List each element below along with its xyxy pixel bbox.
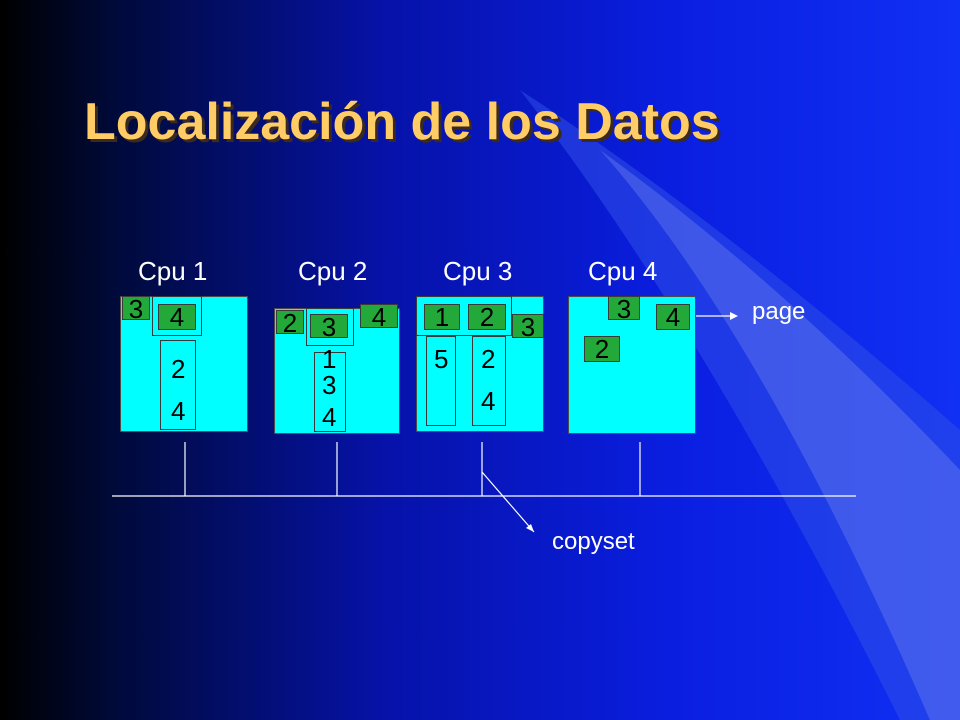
cpu-3-page-tag-2: 2 <box>468 304 506 330</box>
cpu-1-page-tag-4: 4 <box>158 304 196 330</box>
cpu-2-page-tag-4: 4 <box>360 304 398 330</box>
cpu-2-label: Cpu 2 <box>298 256 368 286</box>
cpu-1-copy-column <box>160 340 196 430</box>
cpu-4-label: Cpu 4 <box>588 256 658 286</box>
cpu-3-copy-2: 2 <box>481 344 496 374</box>
cpu-2-page-tag-3: 3 <box>310 314 348 340</box>
page-arrowhead <box>730 312 738 320</box>
page-annotation: page <box>752 298 806 325</box>
copyset-annotation: copyset <box>552 528 635 555</box>
slide-title: Localización de los Datos <box>84 93 720 151</box>
cpu-2-copy-4: 4 <box>322 402 337 432</box>
copyset-arrowhead <box>526 524 534 532</box>
cpu-1-copy-4: 4 <box>171 396 186 426</box>
cpu-3-copy-5: 5 <box>434 344 449 374</box>
cpu-3-copy-4: 4 <box>481 386 496 416</box>
cpu-1-label: Cpu 1 <box>138 256 208 286</box>
cpu-1-copy-2: 2 <box>171 354 186 384</box>
cpu-2-page-tag-2: 2 <box>276 310 304 336</box>
cpu-3-page-tag-3: 3 <box>512 314 544 340</box>
cpu-4-page-tag-2: 2 <box>584 336 620 362</box>
cpu-3-copy-column-b <box>472 336 506 426</box>
cpu-2-copy-1: 1 <box>322 344 337 374</box>
cpu-3-page-tag-1: 1 <box>424 304 460 330</box>
copyset-pointer <box>481 471 535 533</box>
cpu-2-copy-column <box>314 352 346 432</box>
cpu-4-page-tag-3: 3 <box>608 296 640 322</box>
cpu-3-label: Cpu 3 <box>443 256 513 286</box>
cpu-3-copy-column-a <box>426 336 456 426</box>
cpu-2-copy-3: 3 <box>322 370 337 400</box>
cpu-1-page-tag-3: 3 <box>122 296 150 322</box>
cpu-4-page-tag-4: 4 <box>656 304 690 330</box>
